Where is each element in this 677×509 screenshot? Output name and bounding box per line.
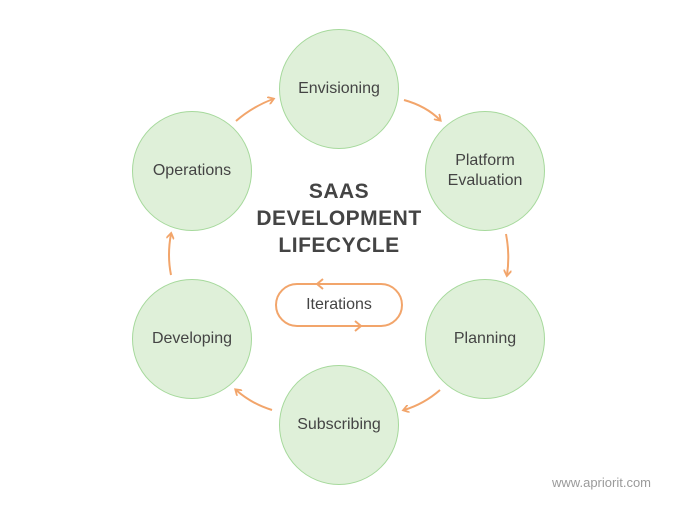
iterations-arrowhead-bottom bbox=[354, 320, 363, 332]
stage-label: Platform Evaluation bbox=[447, 152, 523, 189]
title-line: LIFECYCLE bbox=[278, 234, 400, 257]
stage-label: Envisioning bbox=[298, 80, 380, 97]
stage-label: Developing bbox=[151, 330, 233, 347]
arrow-developing-to-operations bbox=[169, 234, 171, 276]
arrow-subscribing-to-developing bbox=[236, 390, 273, 411]
site-watermark: www.apriorit.com bbox=[552, 475, 651, 490]
stage-developing: Developing bbox=[132, 279, 252, 399]
stage-label: Operations bbox=[152, 162, 232, 179]
title-line: DEVELOPMENT bbox=[256, 207, 422, 230]
iterations-loop bbox=[275, 283, 403, 327]
arrow-envisioning-to-platform bbox=[403, 99, 440, 120]
stage-operations: Operations bbox=[132, 111, 252, 231]
stage-label: Subscribing bbox=[297, 416, 381, 433]
iterations-arrowhead-top bbox=[315, 278, 324, 290]
diagram-title: SAAS DEVELOPMENT LIFECYCLE bbox=[238, 178, 440, 259]
stage-envisioning: Envisioning bbox=[279, 29, 399, 149]
iterations-text: Iterations bbox=[306, 296, 372, 313]
title-line: SAAS bbox=[308, 180, 370, 203]
stage-subscribing: Subscribing bbox=[279, 365, 399, 485]
arrow-planning-to-subscribing bbox=[404, 389, 441, 410]
arrow-platform-to-planning bbox=[506, 233, 508, 275]
iterations-label: Iterations bbox=[276, 284, 402, 326]
stage-planning: Planning bbox=[425, 279, 545, 399]
stage-platform-evaluation: Platform Evaluation bbox=[425, 111, 545, 231]
stage-label: Planning bbox=[453, 330, 517, 347]
arrow-operations-to-envisioning bbox=[235, 99, 273, 122]
